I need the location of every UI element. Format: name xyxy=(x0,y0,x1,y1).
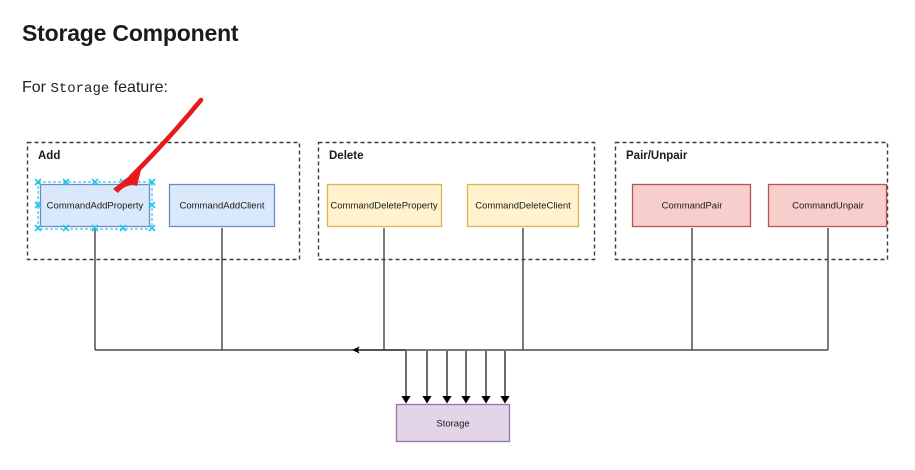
resize-handle-nw[interactable] xyxy=(34,178,42,186)
storage-inflow-arrows xyxy=(401,351,510,404)
node-label-storage: Storage xyxy=(436,419,469,430)
group-frame-pair xyxy=(614,141,889,261)
arrowhead-3 xyxy=(442,396,452,404)
arrowhead-1 xyxy=(401,396,411,404)
red-annotation-arrow xyxy=(113,97,204,193)
node-label-command-unpair: CommandUnpair xyxy=(792,201,864,212)
resize-handle-se[interactable] xyxy=(148,224,156,232)
resize-handle-e[interactable] xyxy=(148,201,156,209)
node-command-unpair[interactable]: CommandUnpair xyxy=(767,183,888,228)
node-label-command-add-property: CommandAddProperty xyxy=(47,201,144,212)
group-label-pair: Pair/Unpair xyxy=(626,150,688,162)
arrowhead-5 xyxy=(481,396,491,404)
group-label-add: Add xyxy=(38,150,60,162)
resize-handle-n[interactable] xyxy=(91,178,99,186)
resize-handle-s-mid-right[interactable] xyxy=(119,224,127,232)
node-label-command-add-client: CommandAddClient xyxy=(179,201,264,212)
resize-handle-w[interactable] xyxy=(34,201,42,209)
node-label-command-delete-client: CommandDeleteClient xyxy=(475,201,571,212)
page-title: Storage Component xyxy=(22,20,239,46)
arrowhead-2 xyxy=(422,396,432,404)
intro-suffix: feature: xyxy=(109,79,168,96)
arrowhead-4 xyxy=(461,396,471,404)
intro-code-token: Storage xyxy=(50,81,110,97)
node-command-delete-client[interactable]: CommandDeleteClient xyxy=(466,183,580,228)
group-label-delete: Delete xyxy=(329,150,364,162)
intro-text: For Storage feature: xyxy=(22,79,168,97)
resize-handle-sw[interactable] xyxy=(34,224,42,232)
resize-handle-n-mid-left[interactable] xyxy=(62,178,70,186)
node-command-add-property[interactable]: CommandAddProperty xyxy=(39,183,151,228)
arrowhead-6 xyxy=(500,396,510,404)
node-command-pair[interactable]: CommandPair xyxy=(631,183,752,228)
node-label-command-pair: CommandPair xyxy=(662,201,723,212)
node-command-delete-property[interactable]: CommandDeleteProperty xyxy=(326,183,443,228)
node-label-command-delete-property: CommandDeleteProperty xyxy=(330,201,437,212)
node-storage[interactable]: Storage xyxy=(395,403,511,443)
intro-prefix: For xyxy=(22,79,51,96)
resize-handle-ne[interactable] xyxy=(148,178,156,186)
resize-handle-s-mid-left[interactable] xyxy=(62,224,70,232)
resize-handle-s[interactable] xyxy=(91,224,99,232)
node-command-add-client[interactable]: CommandAddClient xyxy=(168,183,276,228)
